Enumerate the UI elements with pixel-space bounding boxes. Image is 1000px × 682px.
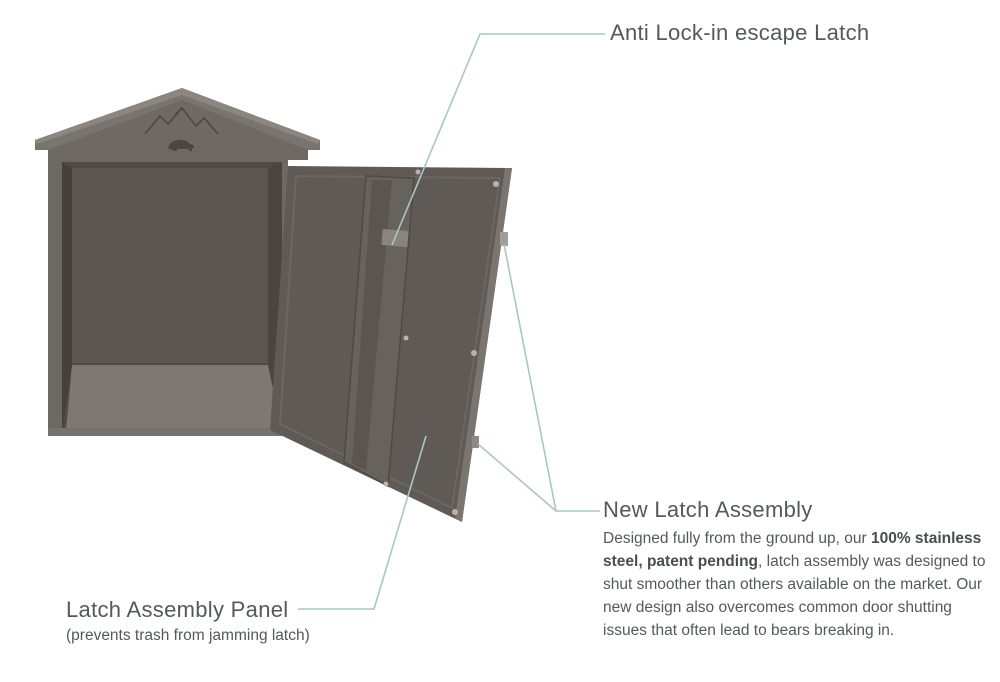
desc-text-bold: 100% stainless steel, patent pending bbox=[603, 530, 982, 570]
new-latch-leader bbox=[503, 243, 600, 512]
latch-assembly-panel-subtitle: (prevents trash from jamming latch) bbox=[66, 627, 310, 644]
panel-leader bbox=[298, 435, 427, 610]
mountain-bear-emblem-icon bbox=[144, 106, 219, 151]
bear-box-body bbox=[35, 88, 320, 436]
desc-text-start: Designed fully from the ground up, our bbox=[603, 530, 871, 547]
leader-lines bbox=[298, 33, 605, 610]
new-latch-assembly-description: Designed fully from the ground up, our 1… bbox=[603, 527, 998, 642]
latch-bracket-bottom bbox=[472, 436, 479, 448]
anti-lock-latch-title: Anti Lock-in escape Latch bbox=[610, 20, 870, 45]
box-floor bbox=[66, 365, 282, 430]
door-screws bbox=[383, 169, 499, 515]
anti-lock-leader bbox=[391, 33, 605, 246]
latch-assembly-panel-title: Latch Assembly Panel bbox=[66, 597, 289, 622]
new-latch-assembly-title: New Latch Assembly bbox=[603, 497, 813, 522]
open-door bbox=[270, 166, 512, 522]
latch-bracket-top bbox=[500, 232, 508, 246]
desc-text-end: , latch assembly was designed to shut sm… bbox=[603, 553, 986, 639]
new-latch-leader-2 bbox=[477, 443, 557, 512]
